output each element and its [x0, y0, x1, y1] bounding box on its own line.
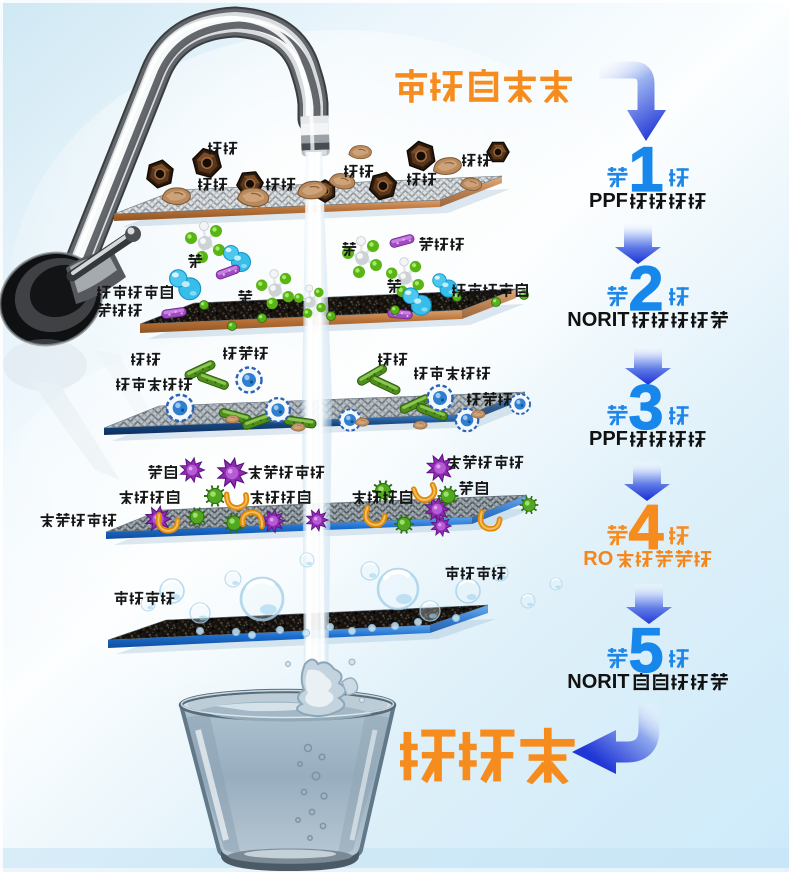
- svg-text:PPF: PPF: [589, 428, 628, 450]
- svg-text:3: 3: [628, 373, 663, 443]
- svg-text:RO: RO: [583, 548, 613, 570]
- svg-text:NORIT: NORIT: [567, 309, 629, 331]
- svg-text:PPF: PPF: [589, 190, 628, 212]
- svg-text:NORIT: NORIT: [567, 671, 629, 693]
